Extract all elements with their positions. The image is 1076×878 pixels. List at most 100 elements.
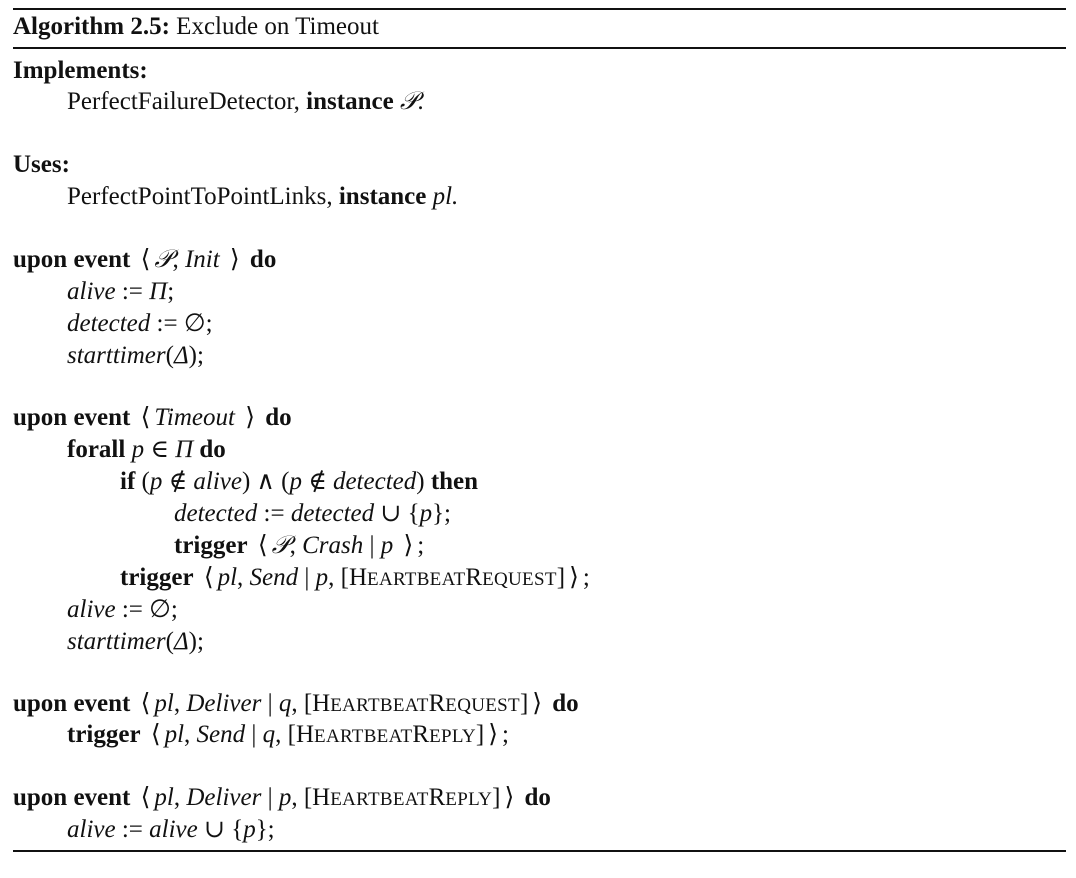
event-init: Init [184, 246, 220, 273]
trigger-keyword: trigger [174, 532, 248, 559]
var-p: p [131, 436, 145, 463]
forall-keyword: forall [67, 436, 126, 463]
do-keyword: do [265, 404, 292, 431]
left-angle: ⟨ [140, 246, 151, 273]
left-angle: ⟨ [140, 404, 151, 431]
var-alive: alive [193, 468, 242, 495]
do-keyword: do [199, 436, 226, 463]
uses-keyword: Uses: [13, 151, 70, 178]
top-rule [13, 8, 1066, 10]
bar-symbol: | [369, 532, 375, 559]
bar-symbol: | [267, 784, 273, 811]
right-angle: ⟩ [504, 784, 515, 811]
assign-op: := [263, 500, 285, 527]
init-detected-assign: detected := ∅; [67, 310, 213, 337]
not-element-of: ∉ [308, 468, 327, 495]
assign-op: := [121, 278, 143, 305]
fn-starttimer: starttimer [67, 342, 166, 369]
empty-set: ∅ [183, 310, 206, 337]
var-p: p [380, 532, 394, 559]
not-element-of: ∉ [168, 468, 188, 495]
trigger-send-request: trigger ⟨pl, Send | p, [HEARTBEATREQUEST… [120, 564, 590, 591]
trigger-keyword: trigger [67, 721, 141, 748]
init-alive-assign: alive := Π; [67, 278, 175, 305]
upon-event-keyword: upon event [13, 246, 131, 273]
right-angle: ⟩ [245, 404, 255, 431]
bar-symbol: | [304, 564, 310, 591]
delta-symbol: Δ [173, 628, 189, 655]
upon-deliver-reply-header: upon event ⟨pl, Deliver | p, [HEARTBEATR… [13, 784, 551, 811]
upon-event-keyword: upon event [13, 784, 131, 811]
var-p: p [315, 564, 329, 591]
bottom-rule [13, 850, 1066, 852]
msg-heartbeat-request: HEARTBEATREQUEST [348, 564, 557, 591]
uses-abstraction: PerfectPointToPointLinks, [67, 183, 333, 210]
fn-starttimer: starttimer [67, 628, 166, 655]
set-pi: Π [149, 278, 168, 305]
uses-heading: Uses: [13, 150, 70, 180]
do-keyword: do [524, 784, 551, 811]
element-of: ∈ [150, 436, 169, 463]
forall-line: forall p ∈ Π do [67, 435, 226, 465]
assign-op: := [121, 816, 143, 843]
event-deliver: Deliver [186, 784, 262, 811]
link-pl: pl [154, 784, 174, 811]
right-angle: ⟩ [569, 564, 579, 591]
var-q: q [262, 721, 276, 748]
assign-op: := [156, 310, 178, 337]
left-angle: ⟨ [140, 690, 151, 717]
upon-event-keyword: upon event [13, 404, 131, 431]
upon-deliver-request-header: upon event ⟨pl, Deliver | q, [HEARTBEATR… [13, 690, 579, 717]
instance-name: pl. [432, 183, 459, 210]
implements-abstraction: PerfectFailureDetector, [67, 88, 300, 115]
var-detected: detected [290, 500, 375, 527]
algorithm-title: Exclude on Timeout [176, 13, 379, 40]
algorithm-label: Algorithm 2.5: [13, 13, 170, 40]
delta-symbol: Δ [173, 342, 189, 369]
instance-keyword: instance [338, 183, 427, 210]
upon-timeout-header: upon event ⟨Timeout ⟩ do [13, 403, 292, 433]
implements-keyword: Implements: [13, 57, 148, 84]
union-op: ∪ [380, 500, 402, 527]
var-p: p [419, 500, 433, 527]
event-send: Send [196, 721, 246, 748]
do-keyword: do [552, 690, 579, 717]
var-alive: alive [149, 816, 198, 843]
trigger-send-reply: trigger ⟨pl, Send | q, [HEARTBEATREPLY]⟩… [67, 721, 509, 748]
assign-op: := [121, 596, 143, 623]
event-deliver: Deliver [186, 690, 262, 717]
link-pl: pl [154, 690, 174, 717]
var-p: p [243, 816, 256, 843]
right-angle: ⟩ [532, 690, 543, 717]
msg-heartbeat-request: HEARTBEATREQUEST [312, 690, 520, 717]
algorithm-caption: Algorithm 2.5: Exclude on Timeout [13, 12, 379, 42]
logical-and: ∧ [256, 468, 275, 495]
instance-name: 𝒫. [399, 88, 425, 115]
var-detected: detected [67, 310, 151, 337]
alive-union-update: alive := alive ∪ {p}; [67, 816, 275, 843]
right-angle: ⟩ [229, 246, 240, 273]
if-line: if (p ∉ alive) ∧ (p ∉ detected) then [120, 468, 479, 495]
event-crash: Crash [302, 532, 364, 559]
detector-symbol: 𝒫 [154, 246, 173, 273]
event-send: Send [249, 564, 299, 591]
bar-symbol: | [251, 721, 257, 748]
caption-rule [13, 47, 1066, 49]
set-pi: Π [175, 436, 194, 463]
init-starttimer: starttimer(Δ); [67, 342, 204, 369]
do-keyword: do [249, 246, 277, 273]
detector-symbol: 𝒫 [271, 532, 290, 559]
trigger-keyword: trigger [120, 564, 194, 591]
var-alive: alive [67, 816, 116, 843]
left-angle: ⟨ [203, 564, 214, 591]
then-keyword: then [430, 468, 479, 495]
var-detected: detected [174, 500, 258, 527]
var-alive: alive [67, 596, 116, 623]
var-p: p [278, 784, 292, 811]
timeout-starttimer: starttimer(Δ); [67, 628, 204, 655]
union-op: ∪ [203, 816, 225, 843]
right-angle: ⟩ [488, 721, 499, 748]
var-p: p [149, 468, 163, 495]
var-alive: alive [67, 278, 116, 305]
implements-line: PerfectFailureDetector, instance 𝒫. [67, 87, 424, 117]
